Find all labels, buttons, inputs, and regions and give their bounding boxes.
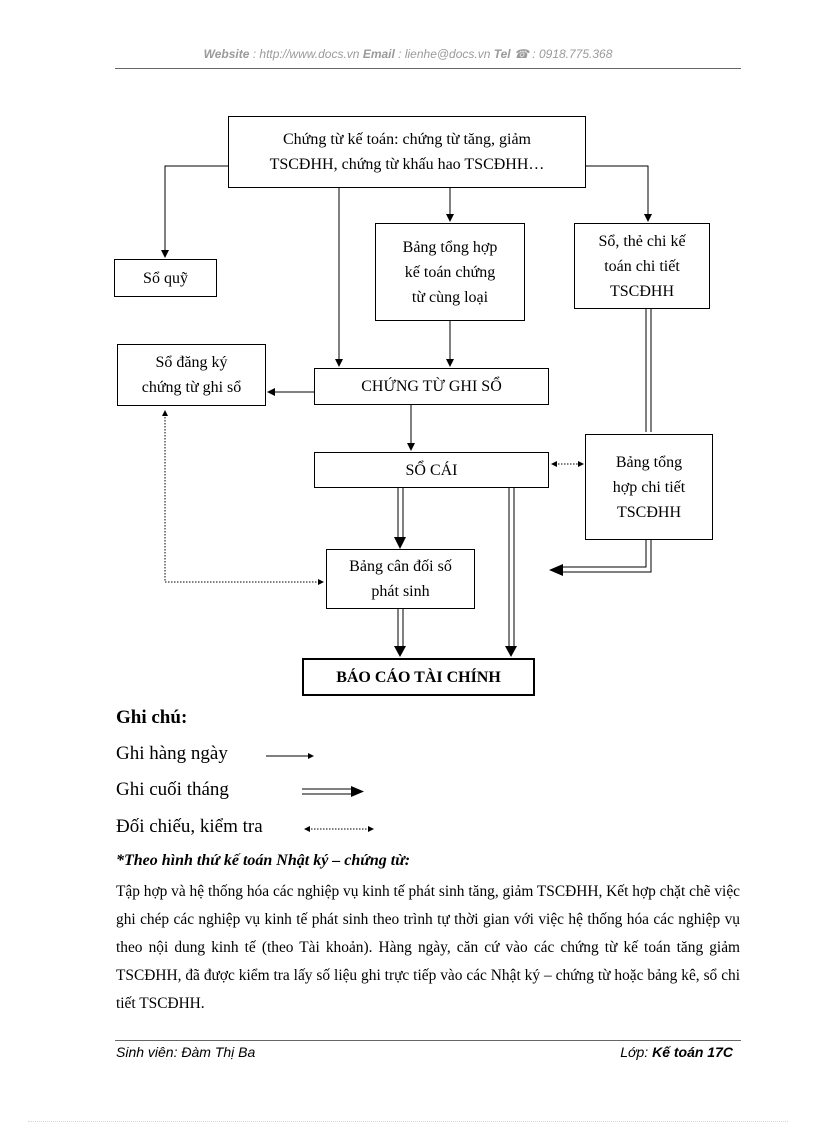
- box-line: Chứng từ kế toán: chứng từ tăng, giảm: [283, 131, 531, 148]
- footer-class-label: Lớp:: [620, 1044, 649, 1060]
- box-label: Sổ quỹ: [143, 269, 188, 287]
- box-label: SỔ CÁI: [405, 461, 458, 479]
- email-value: : lienhe@docs.vn: [398, 47, 491, 61]
- box-so-quy: Sổ quỹ: [114, 259, 217, 297]
- box-line: phát sinh: [371, 583, 430, 600]
- box-line: kế toán chứng: [404, 263, 496, 281]
- box-bang-can-doi: Bảng cân đối số phát sinh: [326, 549, 475, 609]
- double-bth-ct-to-so-cai: [562, 540, 652, 573]
- box-bao-cao-tai-chinh: BÁO CÁO TÀI CHÍNH: [302, 658, 535, 696]
- double-so-the-to-bth-ct: [645, 309, 652, 432]
- page-header: Website : http://www.docs.vn Email : lie…: [0, 47, 816, 61]
- email-label: Email: [362, 47, 395, 61]
- box-line: TSCĐHH: [616, 503, 681, 521]
- footer-divider: [115, 1040, 741, 1041]
- box-bang-tong-hop-chi-tiet: Bảng tổng hợp chi tiết TSCĐHH: [585, 434, 713, 540]
- box-line: Bảng tổng: [615, 453, 683, 471]
- box-line: TSCĐHH, chứng từ khấu hao TSCĐHH…: [269, 156, 545, 173]
- legend-check: Đối chiếu, kiểm tra: [116, 816, 263, 837]
- section-title: *Theo hình thứ kế toán Nhật ký – chứng t…: [116, 852, 411, 869]
- box-line: Sổ đăng ký: [155, 354, 228, 371]
- box-line: chứng từ ghi sổ: [141, 379, 242, 396]
- legend-monthly: Ghi cuối tháng: [116, 779, 229, 800]
- arrow-to-so-quy: [161, 165, 228, 258]
- box-bang-tong-hop: Bảng tổng hợp kế toán chứng từ cùng loại: [375, 223, 525, 321]
- page-bottom-border: [28, 1121, 788, 1122]
- box-line: từ cùng loại: [411, 288, 489, 306]
- box-line: Sổ, thẻ chi kế: [598, 232, 686, 250]
- double-bcd-to-bctc: [397, 609, 404, 647]
- tel-label: Tel: [493, 47, 511, 61]
- tel-value: : 0918.775.368: [532, 47, 613, 61]
- legend-line-monthly: [302, 788, 352, 795]
- arrow-to-so-the: [585, 165, 652, 222]
- box-so-the-chi-tiet: Sổ, thẻ chi kế toán chi tiết TSCĐHH: [574, 223, 710, 309]
- section-paragraph: Tập hợp và hệ thống hóa các nghiệp vụ ki…: [116, 883, 740, 1012]
- box-line: toán chi tiết: [604, 257, 680, 275]
- box-label: CHỨNG TỪ GHI SỔ: [361, 378, 502, 395]
- footer-class-value: Kế toán 17C: [652, 1044, 733, 1060]
- legend-daily: Ghi hàng ngày: [116, 743, 228, 764]
- box-label: BÁO CÁO TÀI CHÍNH: [336, 668, 501, 686]
- box-line: Bảng cân đối số: [349, 558, 452, 575]
- phone-icon: ☎: [514, 47, 529, 61]
- footer-class: Lớp: Kế toán 17C: [620, 1044, 733, 1060]
- box-line: Bảng tổng hợp: [402, 238, 498, 256]
- box-line: TSCĐHH: [609, 282, 674, 300]
- box-chung-tu-ke-toan: Chứng từ kế toán: chứng từ tăng, giảm TS…: [228, 116, 586, 188]
- double-so-cai-to-bctc: [508, 488, 515, 647]
- double-so-cai-to-bcd: [397, 488, 404, 538]
- website-label: Website: [203, 47, 250, 61]
- box-chung-tu-ghi-so: CHỨNG TỪ GHI SỔ: [314, 368, 549, 405]
- box-so-cai: SỔ CÁI: [314, 452, 549, 488]
- box-line: hợp chi tiết: [612, 478, 686, 496]
- box-so-dang-ky: Sổ đăng ký chứng từ ghi sổ: [117, 344, 266, 406]
- header-divider: [115, 68, 741, 69]
- dotted-so-dang-ky-bcd: [162, 410, 324, 585]
- legend-title: Ghi chú:: [116, 707, 188, 728]
- website-value: : http://www.docs.vn: [252, 47, 360, 61]
- footer-student: Sinh viên: Đàm Thị Ba: [116, 1044, 256, 1060]
